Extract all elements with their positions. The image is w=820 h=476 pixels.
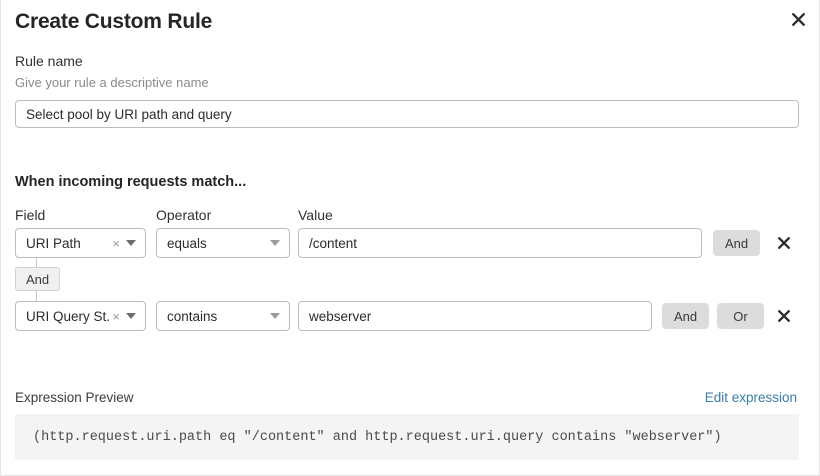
column-header-value: Value bbox=[298, 207, 333, 223]
connector-line-bottom bbox=[36, 291, 37, 301]
clear-field-icon[interactable]: × bbox=[112, 308, 120, 324]
rule-name-hint: Give your rule a descriptive name bbox=[15, 75, 209, 90]
expression-code-box: (http.request.uri.path eq "/content" and… bbox=[15, 414, 799, 460]
close-icon bbox=[778, 237, 790, 249]
expression-preview-label: Expression Preview bbox=[15, 390, 134, 405]
condition-row: URI Path × equals bbox=[1, 228, 819, 258]
chevron-down-icon bbox=[270, 240, 280, 246]
condition-value-input-2[interactable] bbox=[298, 301, 652, 331]
condition-operator-value-2: contains bbox=[167, 308, 218, 324]
condition-field-select-1[interactable]: URI Path × bbox=[15, 228, 146, 258]
page-title: Create Custom Rule bbox=[15, 10, 213, 33]
conditions-heading: When incoming requests match... bbox=[15, 174, 247, 190]
condition-field-value-1: URI Path bbox=[26, 235, 81, 251]
condition-row: URI Query St... × contains bbox=[1, 301, 819, 331]
edit-expression-link[interactable]: Edit expression bbox=[704, 390, 797, 405]
condition-operator-select-2[interactable]: contains bbox=[156, 301, 290, 331]
delete-condition-button-1[interactable] bbox=[773, 232, 795, 254]
column-header-field: Field bbox=[15, 207, 46, 223]
row2-or-button[interactable]: Or bbox=[717, 303, 764, 329]
condition-field-select-2[interactable]: URI Query St... × bbox=[15, 301, 146, 331]
rule-name-input[interactable] bbox=[15, 100, 799, 128]
delete-condition-button-2[interactable] bbox=[773, 305, 795, 327]
chevron-down-icon bbox=[270, 313, 280, 319]
close-dialog-button[interactable] bbox=[785, 6, 811, 32]
expression-code-text: (http.request.uri.path eq "/content" and… bbox=[33, 429, 722, 445]
condition-value-input-1[interactable] bbox=[298, 228, 702, 258]
row1-and-button[interactable]: And bbox=[713, 230, 760, 256]
condition-field-value-2: URI Query St... bbox=[26, 308, 111, 324]
group-connector-and[interactable]: And bbox=[15, 267, 61, 291]
clear-field-icon[interactable]: × bbox=[112, 235, 120, 251]
rule-name-label: Rule name bbox=[15, 53, 83, 69]
close-icon bbox=[778, 310, 790, 322]
chevron-down-icon bbox=[126, 240, 136, 246]
row2-and-button[interactable]: And bbox=[662, 303, 709, 329]
close-icon bbox=[791, 12, 805, 26]
chevron-down-icon bbox=[126, 313, 136, 319]
column-header-operator: Operator bbox=[156, 207, 212, 223]
connector-line-top bbox=[36, 258, 37, 268]
condition-operator-value-1: equals bbox=[167, 235, 207, 251]
condition-operator-select-1[interactable]: equals bbox=[156, 228, 290, 258]
